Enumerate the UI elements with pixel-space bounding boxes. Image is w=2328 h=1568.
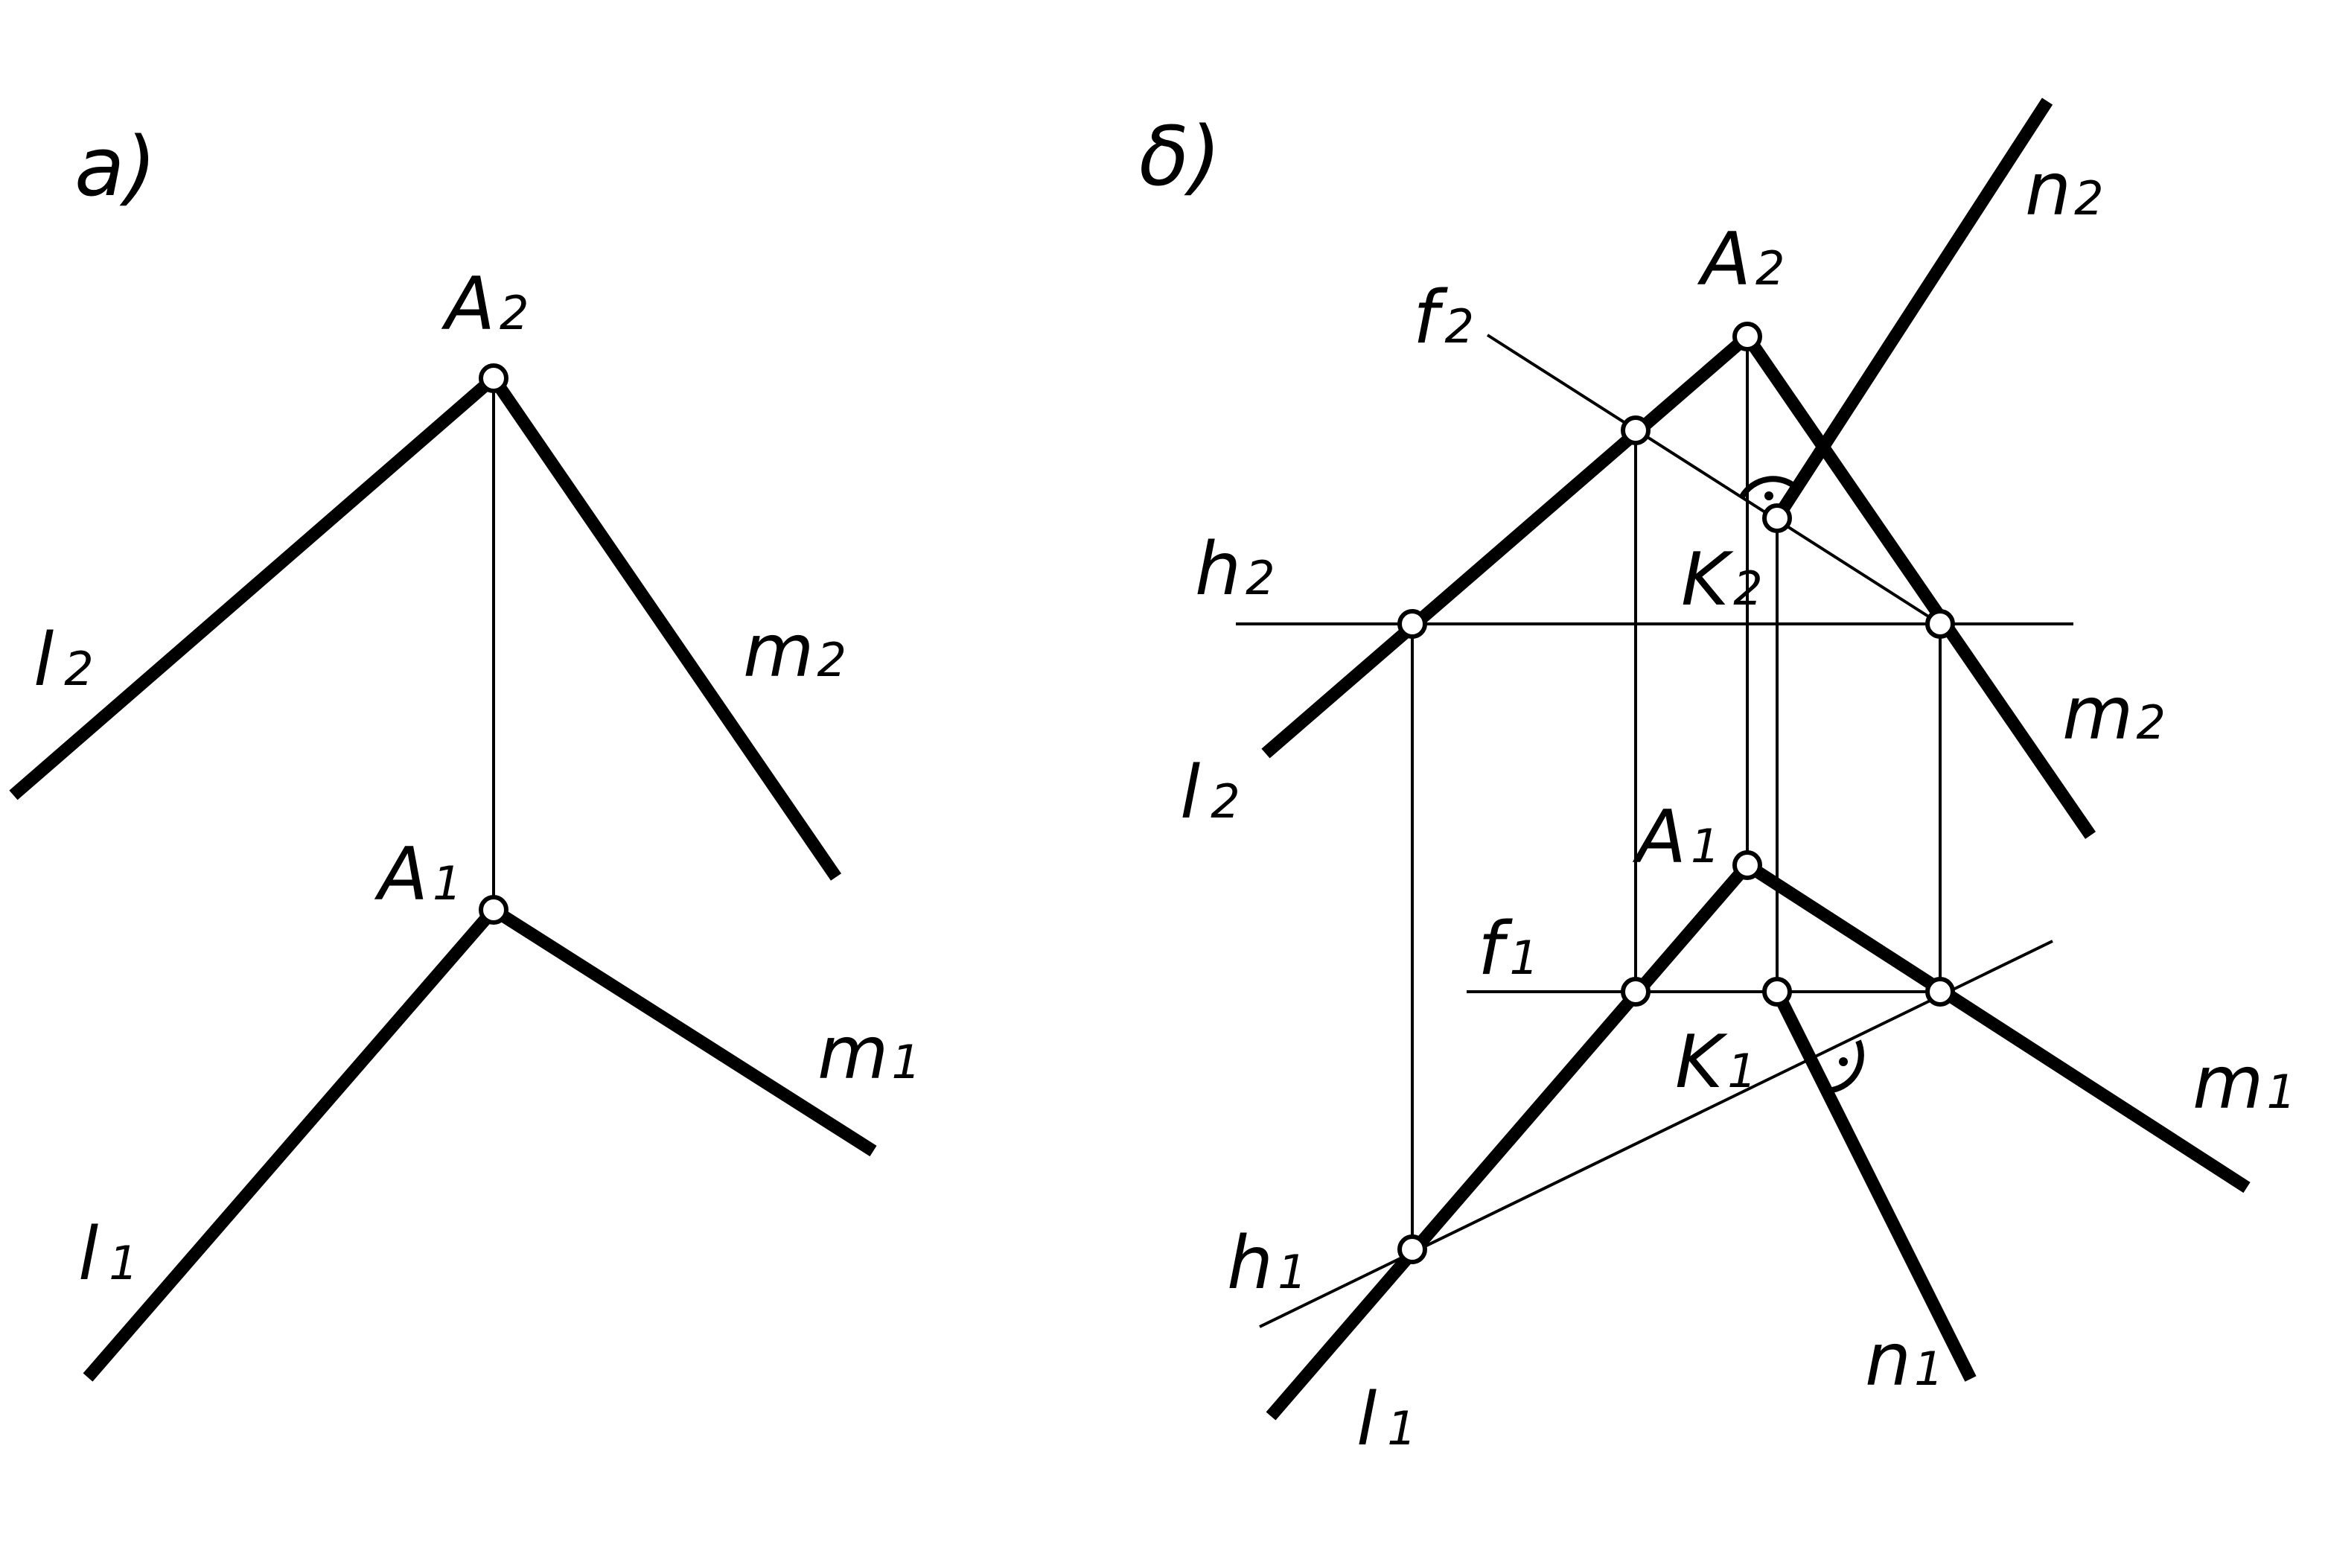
label-a1: A1 <box>1632 795 1721 880</box>
point-k1 <box>1762 977 1792 1007</box>
right-angle-dot-k1 <box>1839 1057 1848 1066</box>
point-a2 <box>479 363 508 393</box>
right-angle-mark-k1 <box>1831 1039 1864 1093</box>
panel-b-label: δ) <box>1139 109 1221 204</box>
line-m1 <box>490 904 877 1157</box>
label-a1: A1 <box>374 832 462 917</box>
point-h1-l1 <box>1397 1234 1427 1264</box>
label-m1: m1 <box>2193 1041 2296 1126</box>
point-h2-l2 <box>1397 609 1427 639</box>
point-f1-m1 <box>1925 977 1955 1007</box>
line-l2 <box>9 373 498 800</box>
label-n1: n1 <box>1865 1318 1944 1403</box>
label-m1: m1 <box>817 1011 921 1096</box>
point-a1 <box>479 895 508 925</box>
point-k2 <box>1762 503 1792 533</box>
label-m2: m2 <box>743 609 846 694</box>
line-f2 <box>1486 334 1942 625</box>
line-n1 <box>1771 989 1977 1382</box>
label-a2: A2 <box>1697 217 1785 302</box>
label-k2: K2 <box>1681 538 1763 622</box>
label-m2: m2 <box>2062 672 2166 756</box>
line-l1 <box>1266 861 1753 1421</box>
line-h1 <box>1259 940 2053 1328</box>
label-a2: A2 <box>441 262 529 347</box>
line-m2 <box>488 375 842 881</box>
point-a2 <box>1732 322 1762 351</box>
label-h2: h2 <box>1195 527 1275 612</box>
right-angle-dot-k2 <box>1764 491 1773 500</box>
line-n2 <box>1771 98 2053 522</box>
line-l2 <box>1261 331 1752 759</box>
label-k1: K1 <box>1675 1020 1757 1105</box>
point-h2-m2 <box>1925 609 1955 639</box>
right-angle-mark-k2 <box>1739 476 1799 499</box>
panel-b: δ) <box>1139 98 2296 1462</box>
label-n2: n2 <box>2025 147 2104 232</box>
line-m1 <box>1744 859 2251 1193</box>
label-h1: h1 <box>1227 1221 1307 1306</box>
panel-a-label: a) <box>74 119 156 214</box>
line-m2 <box>1741 333 2096 839</box>
point-f2-l2 <box>1621 415 1651 445</box>
point-f1-l1 <box>1621 977 1651 1007</box>
point-a1 <box>1732 850 1762 880</box>
line-l1 <box>83 905 499 1382</box>
